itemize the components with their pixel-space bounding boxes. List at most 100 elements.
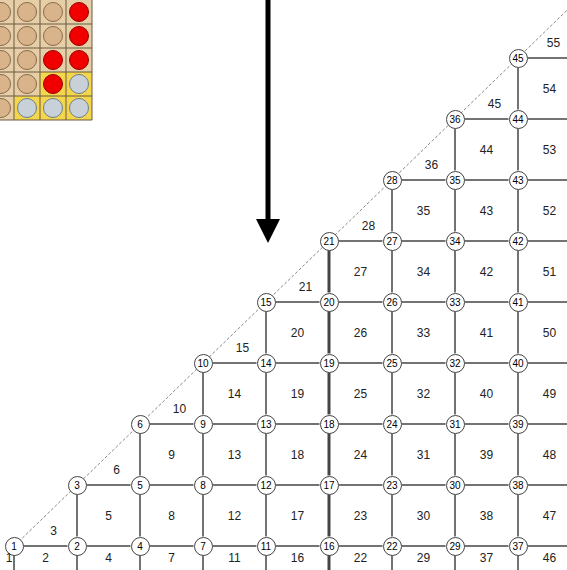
grid-line	[87, 545, 131, 547]
grid-line	[339, 240, 383, 242]
grid-stub	[328, 555, 331, 570]
cell-number: 35	[417, 204, 430, 218]
cell-number: 11	[228, 551, 240, 565]
grid-line	[454, 434, 456, 476]
node-number: 5	[137, 480, 143, 491]
grid-node: 29	[446, 537, 465, 556]
node-number: 9	[200, 419, 206, 430]
node-number: 4	[137, 541, 143, 552]
grid-line	[276, 545, 320, 547]
cell-number: 22	[354, 551, 367, 565]
grid-stub	[517, 555, 519, 570]
node-number: 37	[512, 541, 523, 552]
node-number: 36	[449, 114, 460, 125]
grid-node: 43	[509, 171, 528, 190]
red-disc	[70, 51, 89, 70]
tan-disc	[0, 51, 11, 70]
cell-number: 47	[543, 509, 556, 523]
arrow-shaft	[266, 0, 271, 222]
grid-line	[391, 495, 393, 537]
grid-line	[454, 251, 456, 293]
grid-line	[76, 495, 78, 537]
grid-stub	[528, 545, 567, 547]
grid-node: 44	[509, 110, 528, 129]
cell-number: 12	[228, 509, 241, 523]
grid-line	[150, 423, 194, 425]
grid-line	[454, 190, 456, 232]
grid-line	[465, 484, 509, 486]
cell-number: 13	[228, 448, 241, 462]
grid-line	[202, 495, 204, 537]
grid-stub	[454, 555, 456, 570]
board-cell	[0, 48, 14, 72]
grid-line	[391, 373, 393, 415]
grid-node: 15	[257, 293, 276, 312]
grid-line	[454, 495, 456, 537]
grid-node: 33	[446, 293, 465, 312]
cell-number: 9	[168, 448, 175, 462]
node-number: 18	[323, 419, 334, 430]
node-number: 12	[260, 480, 271, 491]
grid-line	[465, 301, 509, 303]
cell-number: 48	[543, 448, 556, 462]
diagonal-guide	[8, 0, 567, 552]
node-number: 21	[323, 236, 334, 247]
grid-node: 28	[383, 171, 402, 190]
grid-stub	[528, 484, 567, 486]
grid-line	[517, 190, 519, 232]
grid-node: 21	[320, 232, 339, 251]
node-number: 38	[512, 480, 523, 491]
node-number: 11	[261, 541, 271, 552]
tan-disc	[0, 27, 11, 46]
grid-node: 38	[509, 476, 528, 495]
grid-node: 19	[320, 354, 339, 373]
grid-line	[402, 301, 446, 303]
grid-line	[517, 251, 519, 293]
board-cell	[0, 72, 14, 96]
cell-number: 37	[480, 551, 493, 565]
grid-line	[213, 423, 257, 425]
node-number: 27	[386, 236, 397, 247]
grid-node: 36	[446, 110, 465, 129]
grid-node: 16	[320, 537, 339, 556]
cell-number: 36	[425, 158, 438, 172]
grid-node: 11	[257, 537, 276, 556]
node-number: 19	[323, 358, 334, 369]
grid-stub	[202, 555, 204, 570]
grid-line	[276, 301, 320, 303]
cell-number: 16	[291, 551, 304, 565]
node-number: 22	[386, 541, 397, 552]
board-cell	[0, 96, 14, 120]
cell-number: 39	[480, 448, 493, 462]
cell-number: 43	[480, 204, 493, 218]
grid-node: 18	[320, 415, 339, 434]
node-number: 30	[449, 480, 460, 491]
grid-line	[150, 484, 194, 486]
cell-number: 8	[168, 509, 175, 523]
grid-line	[265, 495, 267, 537]
grid-stub	[528, 362, 567, 364]
tan-disc	[18, 51, 37, 70]
grid-line	[391, 190, 393, 232]
grid-line	[517, 373, 519, 415]
grid-node: 37	[509, 537, 528, 556]
cell-number: 4	[105, 551, 112, 565]
grid-stub	[528, 118, 567, 120]
node-number: 1	[11, 541, 17, 552]
grid-stub	[528, 423, 567, 425]
grid-stub	[265, 555, 267, 570]
grid-line	[517, 495, 519, 537]
cell-number: 53	[543, 143, 556, 157]
board-cell	[66, 96, 92, 120]
cell-number: 46	[543, 551, 556, 565]
grid-line	[517, 129, 519, 171]
grid-line	[402, 240, 446, 242]
board-cell	[0, 0, 14, 24]
board-cell	[14, 0, 40, 24]
grid-line	[402, 179, 446, 181]
node-number: 6	[137, 419, 143, 430]
board-cell	[40, 72, 66, 96]
cell-number: 51	[543, 265, 556, 279]
cell-number: 17	[291, 509, 304, 523]
cell-number: 3	[50, 524, 57, 538]
